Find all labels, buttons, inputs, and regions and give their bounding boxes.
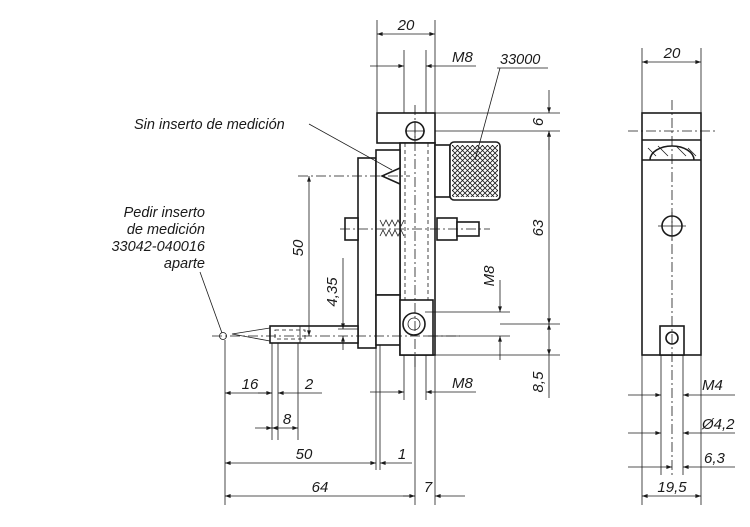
dim-thread-bottom: M8 (452, 375, 473, 392)
lower-bolt-head (402, 312, 426, 336)
dim-d4-2: Ø4,2 (701, 416, 735, 433)
side-body (641, 112, 702, 356)
dimension-lines (199, 20, 735, 505)
dim-64: 64 (312, 479, 329, 496)
label-knob-part: 33000 (500, 52, 540, 68)
side-hatch (647, 145, 697, 157)
measuring-rod (269, 325, 359, 344)
dim-16: 16 (242, 376, 259, 393)
pointer-tip (380, 167, 401, 185)
label-sin-inserto: Sin inserto de medición (134, 117, 285, 133)
lower-clamp (399, 299, 434, 356)
dim-m4: M4 (702, 377, 723, 394)
dim-8: 8 (283, 411, 292, 428)
dim-63: 63 (530, 219, 547, 236)
dim-8-5: 8,5 (530, 371, 547, 393)
knob-hub (434, 144, 451, 198)
dim-thread-mid: M8 (481, 265, 498, 286)
dim-6-3: 6,3 (704, 450, 726, 467)
knurl-pattern (452, 145, 498, 197)
back-plate (357, 157, 377, 349)
dim-19-5: 19,5 (657, 479, 687, 496)
insert-outline (231, 327, 271, 342)
label-pedir-2: de medición (127, 222, 205, 238)
labels: Sin inserto de medición Pedir inserto de… (111, 17, 735, 496)
dim-2: 2 (304, 376, 314, 393)
dim-50-horizontal: 50 (296, 446, 313, 463)
label-pedir-4: aparte (164, 256, 205, 272)
lower-block (375, 294, 401, 346)
dim-50-vertical: 50 (290, 239, 307, 256)
side-view (628, 100, 716, 475)
dim-1: 1 (398, 446, 406, 463)
dim-side-width: 20 (663, 45, 681, 62)
dim-4-35: 4,35 (324, 277, 341, 307)
spring (379, 219, 405, 227)
label-pedir-3: 33042-040016 (111, 239, 205, 255)
dim-7: 7 (424, 479, 433, 496)
label-pedir-1: Pedir inserto (124, 205, 205, 221)
front-view (212, 105, 501, 370)
dim-6: 6 (530, 117, 547, 126)
dim-thread-top: M8 (452, 49, 473, 66)
dim-top-width: 20 (397, 17, 415, 34)
